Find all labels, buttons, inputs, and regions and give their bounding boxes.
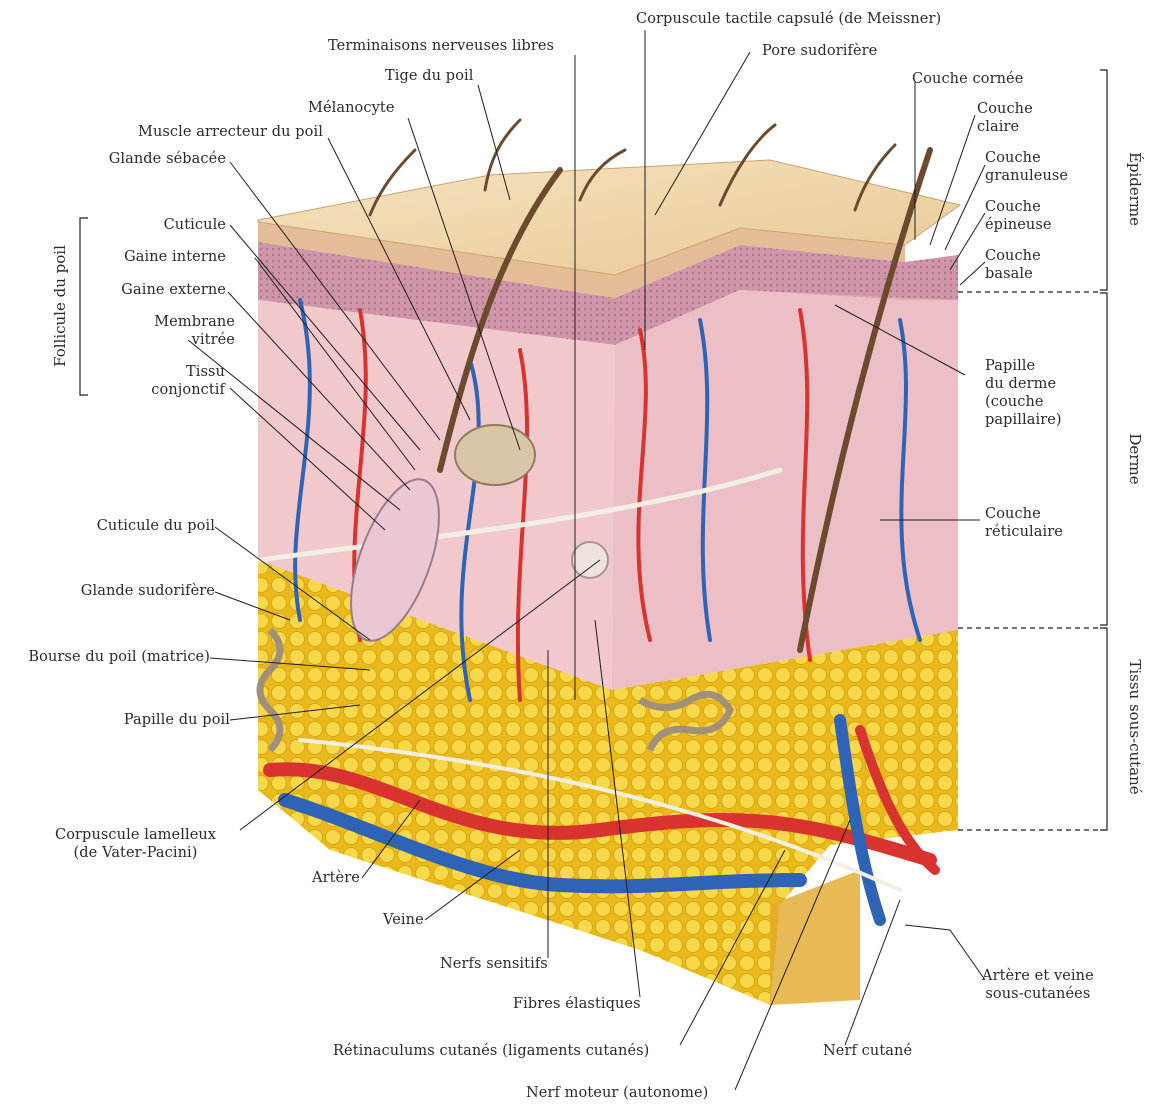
label-melanocyte: Mélanocyte xyxy=(308,99,395,117)
label-glande-sebacee: Glande sébacée xyxy=(109,150,226,168)
label-papille-du-derme: Papille du derme (couche papillaire) xyxy=(985,357,1062,429)
label-couche-claire: Couche claire xyxy=(977,100,1033,136)
label-veine: Veine xyxy=(383,911,424,929)
label-nerf-moteur: Nerf moteur (autonome) xyxy=(526,1084,708,1102)
label-tige-du-poil: Tige du poil xyxy=(385,67,474,85)
label-tissu-conjonctif: Tissu conjonctif xyxy=(151,363,225,399)
label-retinaculums: Rétinaculums cutanés (ligaments cutanés) xyxy=(333,1042,649,1060)
label-couche-basale: Couche basale xyxy=(985,247,1041,283)
label-nerf-cutane: Nerf cutané xyxy=(823,1042,912,1060)
label-pore-sudorifere: Pore sudorifère xyxy=(762,42,877,60)
sebaceous-gland xyxy=(455,425,535,485)
label-artere: Artère xyxy=(312,869,360,887)
region-follicule-du-poil: Follicule du poil xyxy=(51,241,69,371)
label-glande-sudorifere: Glande sudorifère xyxy=(81,582,215,600)
label-bourse-du-poil: Bourse du poil (matrice) xyxy=(28,648,210,666)
label-couche-granuleuse: Couche granuleuse xyxy=(985,149,1068,185)
label-membrane-vitree: Membrane vitrée xyxy=(154,313,235,349)
label-corpuscule-lamelleux: Corpuscule lamelleux (de Vater-Pacini) xyxy=(55,826,216,862)
label-nerfs-sensitifs: Nerfs sensitifs xyxy=(440,955,548,973)
label-corpuscule-meissner: Corpuscule tactile capsulé (de Meissner) xyxy=(636,10,941,28)
label-terminaisons-nerveuses: Terminaisons nerveuses libres xyxy=(328,37,554,55)
label-couche-cornee: Couche cornée xyxy=(912,70,1023,88)
label-fibres-elastiques: Fibres élastiques xyxy=(513,995,641,1013)
label-cuticule: Cuticule xyxy=(164,216,226,234)
label-couche-reticulaire: Couche réticulaire xyxy=(985,505,1063,541)
label-cuticule-du-poil: Cuticule du poil xyxy=(97,517,215,535)
label-muscle-arrecteur: Muscle arrecteur du poil xyxy=(138,123,323,141)
label-gaine-externe: Gaine externe xyxy=(121,281,226,299)
region-derme: Derme xyxy=(1126,399,1144,519)
region-epiderme: Épiderme xyxy=(1126,129,1144,249)
label-papille-du-poil: Papille du poil xyxy=(124,711,230,729)
label-couche-epineuse: Couche épineuse xyxy=(985,198,1052,234)
pacinian-corpuscle xyxy=(572,542,608,578)
label-gaine-interne: Gaine interne xyxy=(124,248,226,266)
region-tissu-sous-cutane: Tissu sous-cutané xyxy=(1126,647,1144,807)
label-artere-veine-sous-cutanees: Artère et veine sous-cutanées xyxy=(982,967,1094,1003)
